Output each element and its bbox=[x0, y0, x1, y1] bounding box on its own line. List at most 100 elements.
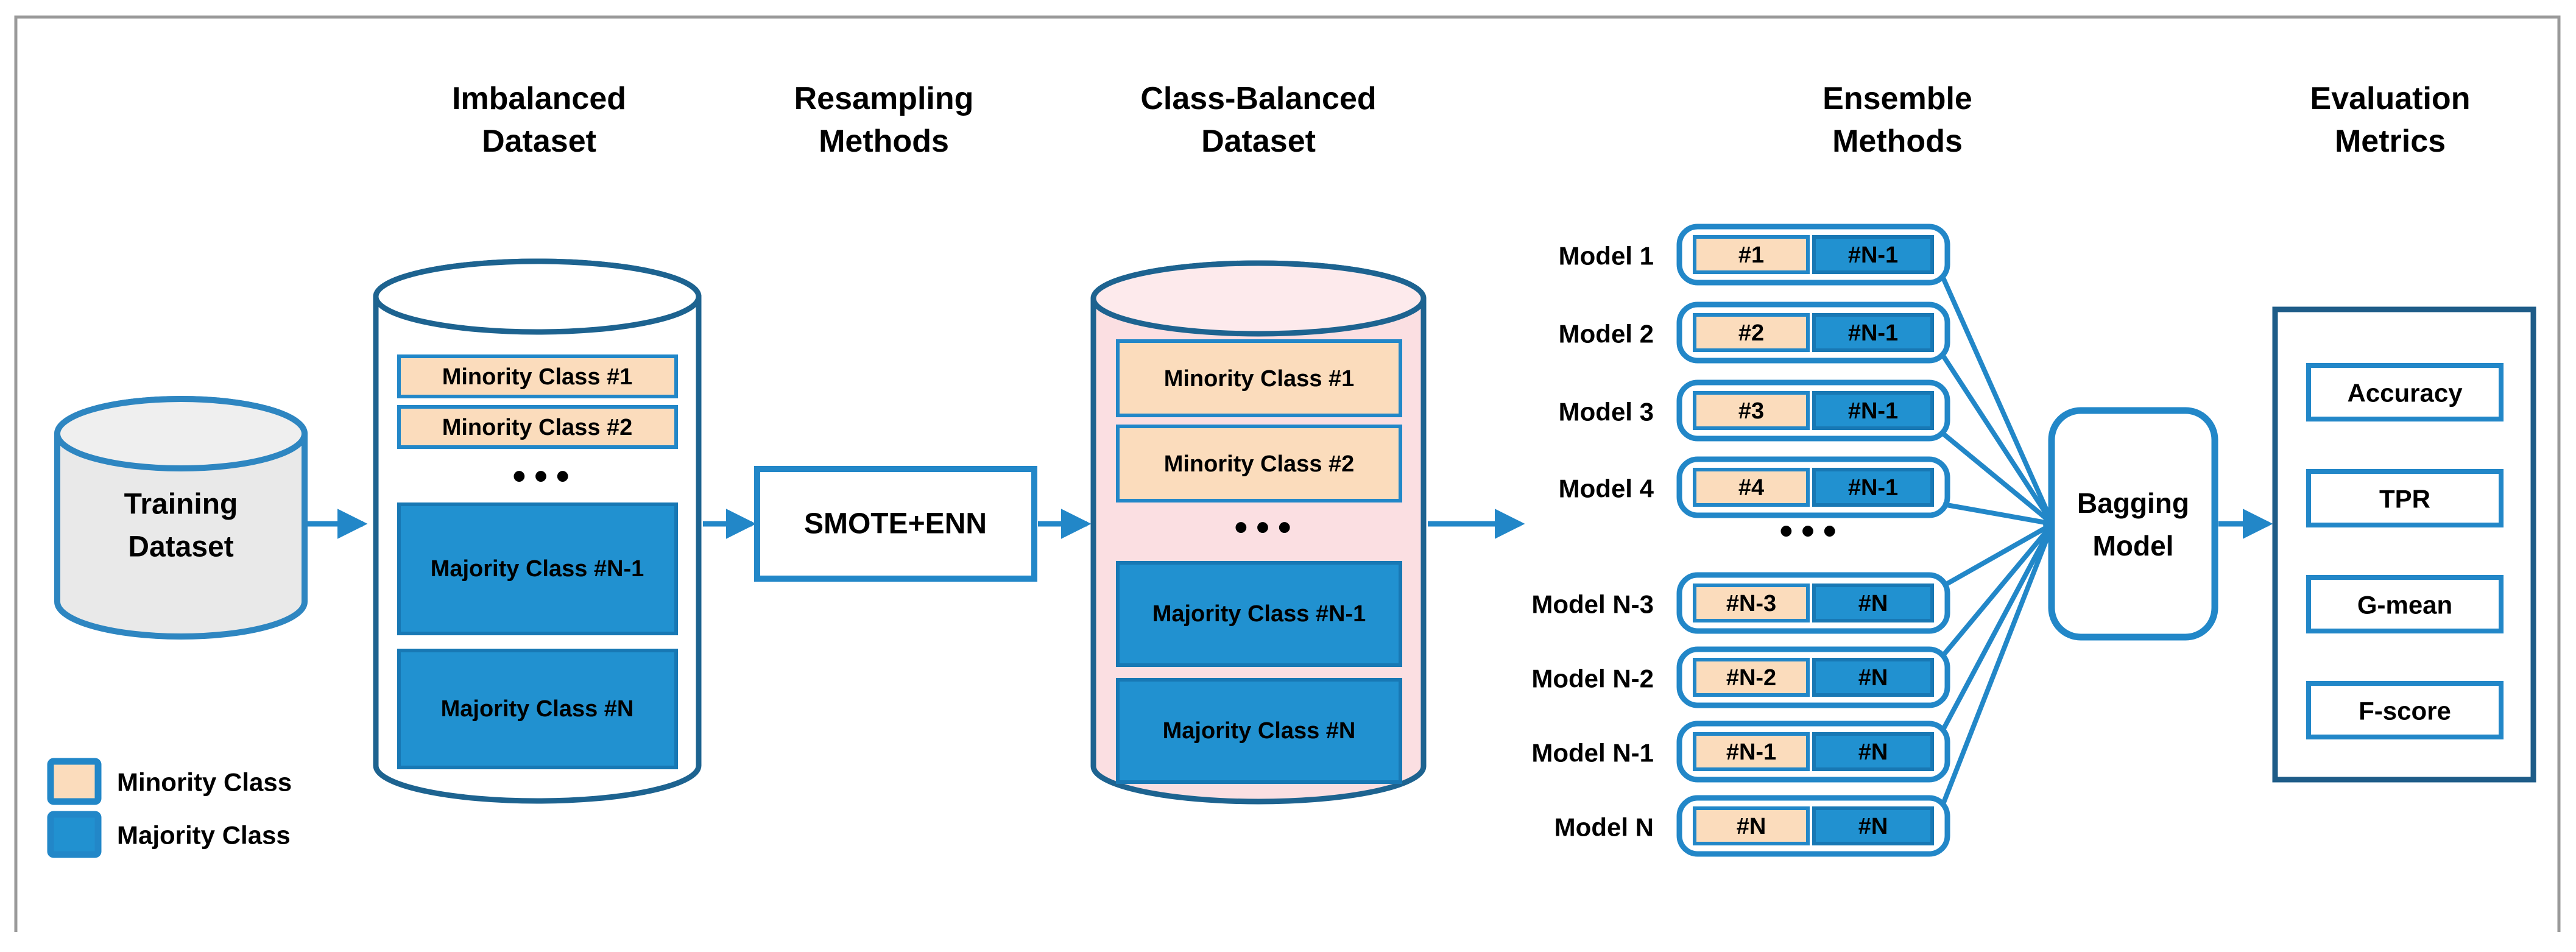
model-label: Model N-2 bbox=[1531, 665, 1654, 693]
metric-box bbox=[2306, 575, 2504, 633]
header-resampling-line2: Methods bbox=[819, 124, 949, 159]
balanced-majority-n1-label: Majority Class #N-1 bbox=[1152, 601, 1366, 627]
model-row: Model N-3 #N-3 #N bbox=[1531, 521, 2054, 634]
training-label-line1: Training bbox=[124, 488, 238, 521]
resampling-method-label: SMOTE+ENN bbox=[804, 508, 987, 540]
bagging-model-box: Bagging Model bbox=[2043, 407, 2218, 641]
bagging-label-line1: Bagging bbox=[2077, 487, 2189, 519]
imbalanced-majority-n-box bbox=[397, 649, 678, 769]
imbalanced-minority-2-box bbox=[397, 405, 678, 449]
metric-box bbox=[2306, 681, 2504, 739]
model-majority-chip-label: #N bbox=[1858, 739, 1888, 765]
model-row: Model N #N #N bbox=[1554, 523, 2055, 857]
balanced-majority-n1-box bbox=[1116, 561, 1402, 667]
resampling-method-box: SMOTE+ENN bbox=[754, 466, 1037, 582]
balanced-majority-n-label: Majority Class #N bbox=[1163, 718, 1356, 744]
balanced-dataset-cylinder: Minority Class #1 Minority Class #2 ••• … bbox=[1090, 260, 1427, 805]
ellipsis-dots: ••• bbox=[1779, 510, 1844, 552]
model-majority-chip bbox=[1812, 658, 1934, 697]
model-majority-chip-label: #N-1 bbox=[1848, 398, 1898, 424]
imbalanced-minority-2-label: Minority Class #2 bbox=[442, 415, 633, 440]
header-evaluation-line2: Metrics bbox=[2335, 124, 2446, 159]
metric-box bbox=[2306, 363, 2504, 421]
metric-label: Accuracy bbox=[2347, 379, 2463, 407]
model-minority-chip-label: #N-3 bbox=[1726, 591, 1776, 616]
model-majority-chip bbox=[1812, 391, 1934, 430]
model-minority-chip bbox=[1693, 391, 1810, 430]
header-imbalanced-line1: Imbalanced bbox=[452, 81, 626, 116]
legend-majority-swatch bbox=[47, 811, 102, 858]
ensemble-connector-line bbox=[1942, 521, 2054, 588]
model-majority-chip bbox=[1812, 313, 1934, 352]
balanced-minority-2-box bbox=[1116, 425, 1402, 502]
model-majority-chip bbox=[1812, 732, 1934, 771]
column-headers: Imbalanced Dataset Resampling Methods Cl… bbox=[452, 81, 2471, 159]
model-majority-chip-label: #N bbox=[1858, 665, 1888, 691]
model-minority-chip bbox=[1693, 584, 1810, 622]
model-minority-chip bbox=[1693, 806, 1810, 845]
model-minority-chip bbox=[1693, 468, 1810, 507]
ensemble-connector-line bbox=[1943, 502, 2053, 526]
model-label: Model N bbox=[1554, 813, 1654, 842]
model-majority-chip bbox=[1812, 584, 1934, 622]
header-resampling-line1: Resampling bbox=[794, 81, 974, 116]
model-label: Model 2 bbox=[1559, 320, 1654, 348]
metric-label: G-mean bbox=[2357, 591, 2452, 619]
model-label: Model N-1 bbox=[1531, 739, 1654, 767]
model-minority-chip-label: #3 bbox=[1738, 398, 1764, 424]
ensemble-connector-line bbox=[1941, 523, 2055, 731]
ensemble-connector-line bbox=[1941, 523, 2055, 805]
legend-minority-label: Minority Class bbox=[117, 768, 292, 797]
training-dataset-cylinder: Training Dataset bbox=[54, 396, 308, 640]
model-label: Model N-3 bbox=[1531, 590, 1654, 619]
model-majority-chip bbox=[1812, 806, 1934, 845]
metric-label: TPR bbox=[2379, 485, 2430, 513]
model-minority-chip-label: #N bbox=[1737, 814, 1766, 839]
model-row: Model 2 #2 #N-1 bbox=[1559, 301, 2055, 526]
model-row: Model 1 #1 #N-1 bbox=[1559, 224, 2055, 525]
imbalanced-minority-1-label: Minority Class #1 bbox=[442, 364, 633, 390]
model-row: Model 4 #4 #N-1 bbox=[1559, 456, 2053, 526]
header-ensemble-line2: Methods bbox=[1832, 124, 1963, 159]
model-minority-chip bbox=[1693, 235, 1810, 274]
header-evaluation-line1: Evaluation bbox=[2310, 81, 2471, 116]
imbalanced-majority-n-label: Majority Class #N bbox=[441, 696, 634, 722]
ensemble-connector-line bbox=[1941, 277, 2055, 525]
header-imbalanced-line2: Dataset bbox=[482, 124, 596, 159]
model-majority-chip bbox=[1812, 235, 1934, 274]
figure-frame bbox=[14, 15, 2561, 932]
model-minority-chip bbox=[1693, 732, 1810, 771]
model-minority-chip-label: #N-2 bbox=[1726, 665, 1776, 691]
balanced-minority-1-box bbox=[1116, 339, 1402, 417]
model-minority-chip-label: #N-1 bbox=[1726, 739, 1776, 765]
metric-box bbox=[2306, 469, 2504, 527]
model-label: Model 1 bbox=[1559, 242, 1654, 270]
imbalanced-majority-n1-label: Majority Class #N-1 bbox=[431, 556, 644, 582]
metric-label: F-score bbox=[2359, 697, 2451, 725]
ensemble-connector-line bbox=[1941, 431, 2055, 526]
header-balanced-line1: Class-Balanced bbox=[1140, 81, 1376, 116]
imbalanced-minority-1-box bbox=[397, 354, 678, 398]
ellipsis-dots: ••• bbox=[512, 456, 577, 498]
legend: Minority Class Majority Class bbox=[47, 758, 292, 858]
bagging-label-line2: Model bbox=[2093, 530, 2174, 562]
balanced-majority-n-box bbox=[1116, 678, 1402, 784]
ensemble-connector-line bbox=[1941, 522, 2055, 657]
legend-minority-swatch bbox=[47, 758, 102, 805]
balanced-minority-1-label: Minority Class #1 bbox=[1164, 366, 1355, 392]
model-majority-chip-label: #N bbox=[1858, 591, 1888, 616]
header-balanced-line2: Dataset bbox=[1201, 124, 1316, 159]
model-minority-chip-label: #4 bbox=[1738, 475, 1764, 501]
balanced-minority-2-label: Minority Class #2 bbox=[1164, 451, 1355, 477]
ensemble-connector-line bbox=[1941, 354, 2055, 526]
model-minority-chip-label: #2 bbox=[1738, 320, 1764, 346]
model-majority-chip bbox=[1812, 468, 1934, 507]
imbalanced-majority-n1-box bbox=[397, 502, 678, 635]
model-row: Model 3 #3 #N-1 bbox=[1559, 379, 2055, 526]
model-row: Model N-1 #N-1 #N bbox=[1531, 523, 2055, 783]
evaluation-metrics-panel: Accuracy TPR G-mean F-score bbox=[2272, 306, 2536, 783]
imbalanced-dataset-cylinder: Minority Class #1 Minority Class #2 ••• … bbox=[373, 258, 702, 804]
model-minority-chip-label: #1 bbox=[1738, 242, 1764, 268]
model-minority-chip bbox=[1693, 313, 1810, 352]
